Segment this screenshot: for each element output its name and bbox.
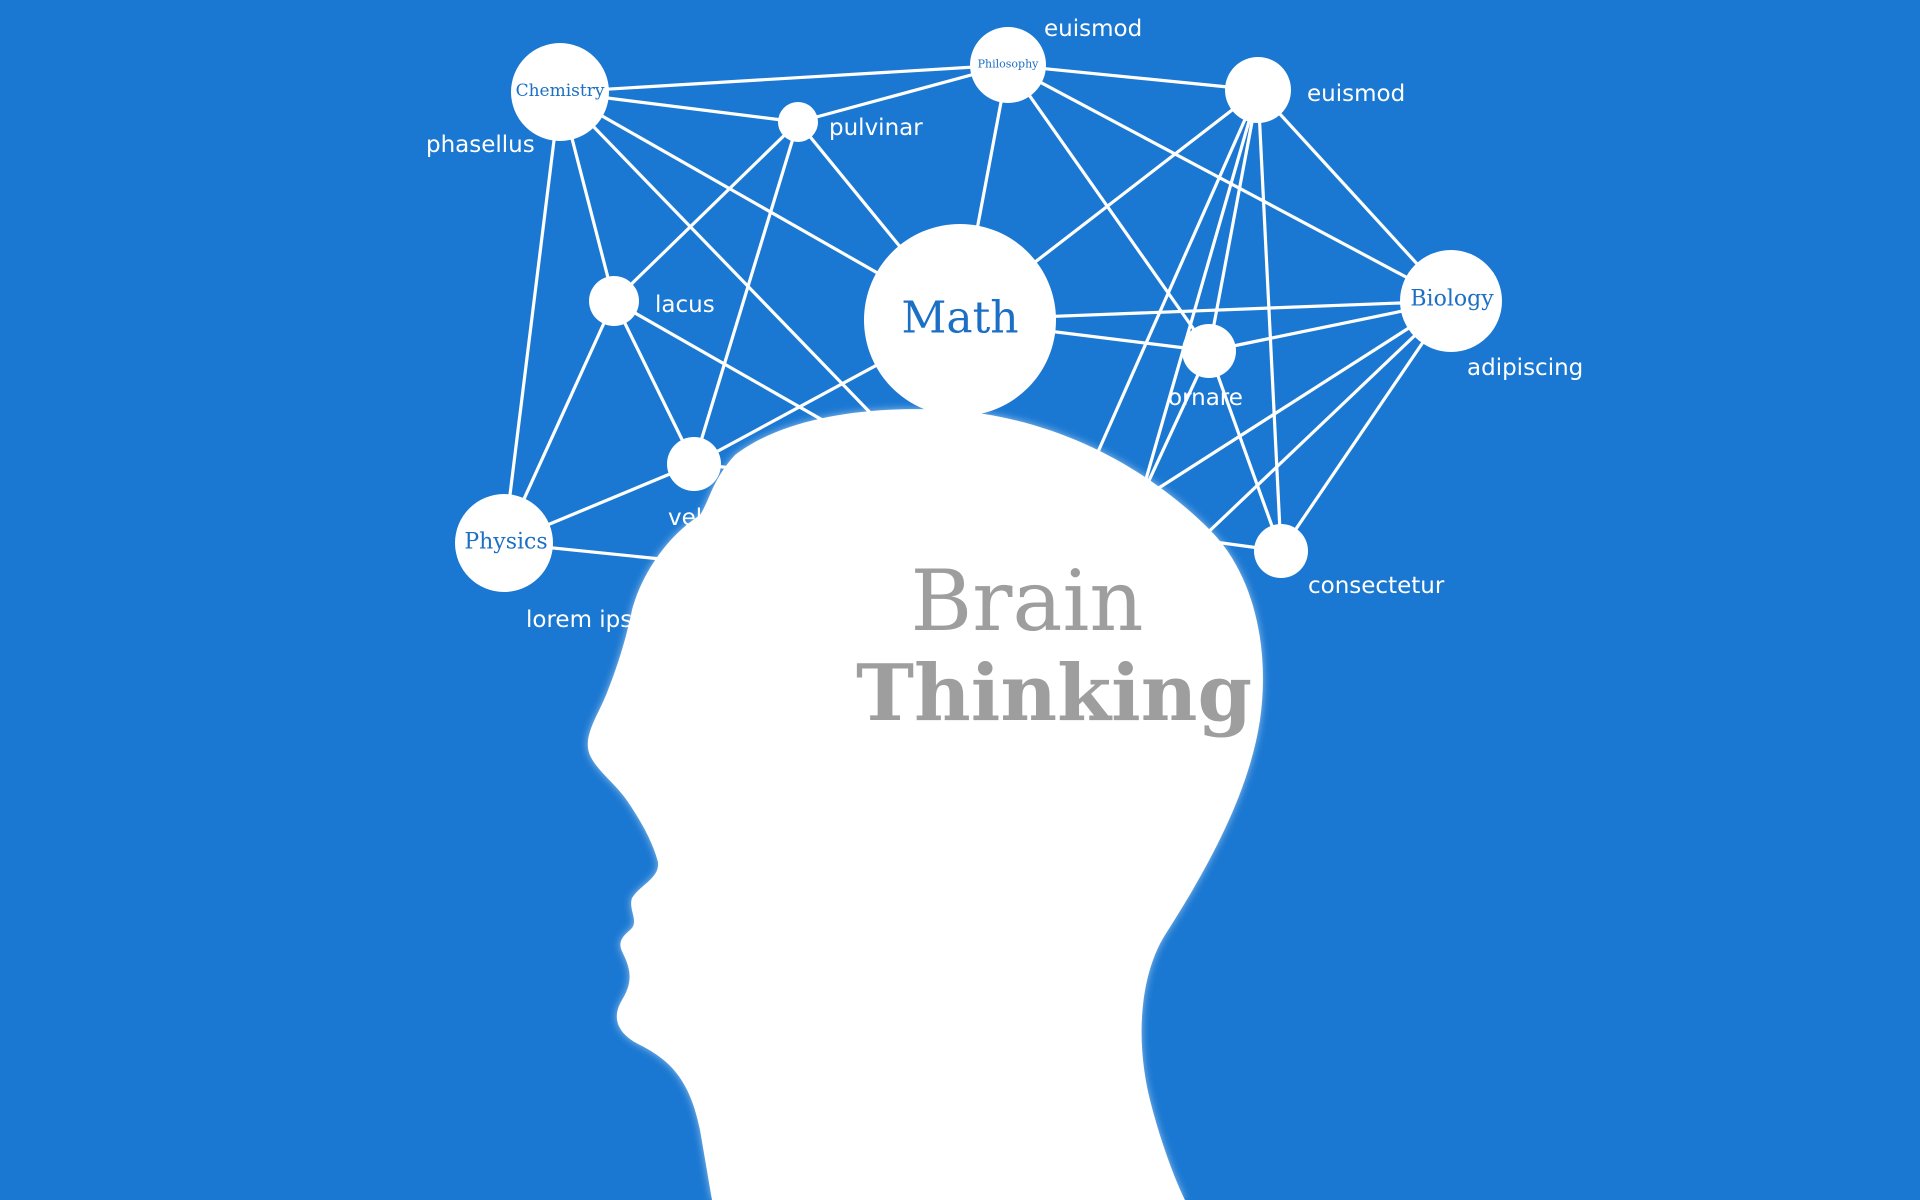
connection-line xyxy=(1207,350,1283,552)
network-nodes xyxy=(455,27,1502,592)
word-euismod-top: euismod xyxy=(1044,16,1142,42)
word-lorem-ipsum: lorem ipsum xyxy=(526,607,669,633)
connection-line xyxy=(1138,89,1260,501)
connection-line xyxy=(612,300,696,465)
connection-line xyxy=(1088,89,1260,471)
physics-label: Physics xyxy=(464,530,547,555)
head-silhouette xyxy=(587,409,1263,1200)
connection-line xyxy=(1006,64,1211,352)
node-pulvinar xyxy=(778,102,818,142)
node-math xyxy=(864,224,1056,416)
connection-line xyxy=(692,121,800,465)
connection-line xyxy=(559,63,1009,94)
word-velit: velit xyxy=(668,505,718,531)
chemistry-label: Chemistry xyxy=(516,81,605,101)
connection-line xyxy=(1138,350,1211,501)
word-lacus: lacus xyxy=(655,292,715,318)
word-euismod-right: euismod xyxy=(1307,81,1405,107)
node-lacus xyxy=(589,276,639,326)
node-physics xyxy=(455,494,553,592)
word-phasellus: phasellus xyxy=(426,132,535,158)
title-brain: Brain xyxy=(911,552,1144,650)
connection-line xyxy=(1139,299,1452,502)
word-consectetur: consectetur xyxy=(1308,573,1445,599)
connection-line xyxy=(1256,89,1283,552)
connection-line xyxy=(612,120,800,303)
connection-line xyxy=(502,91,562,544)
word-pulvinar: pulvinar xyxy=(829,115,923,141)
connection-line xyxy=(1007,63,1452,303)
word-adipiscing: adipiscing xyxy=(1467,355,1583,381)
node-consectetur xyxy=(1254,524,1308,578)
connection-line xyxy=(1198,299,1453,542)
node-euismod xyxy=(1225,57,1291,123)
node-philosophy xyxy=(970,27,1046,103)
node-biology xyxy=(1400,250,1502,352)
biology-label: Biology xyxy=(1410,287,1494,312)
philosophy-label: Philosophy xyxy=(978,58,1040,71)
node-velit xyxy=(667,437,721,491)
connection-line xyxy=(1207,89,1260,352)
node-ornare xyxy=(1182,324,1236,378)
title-thinking: Thinking xyxy=(856,648,1252,739)
connection-line xyxy=(1007,63,1259,92)
math-label: Math xyxy=(901,293,1018,344)
word-ornare: ornare xyxy=(1168,385,1243,411)
node-chemistry xyxy=(511,43,609,141)
